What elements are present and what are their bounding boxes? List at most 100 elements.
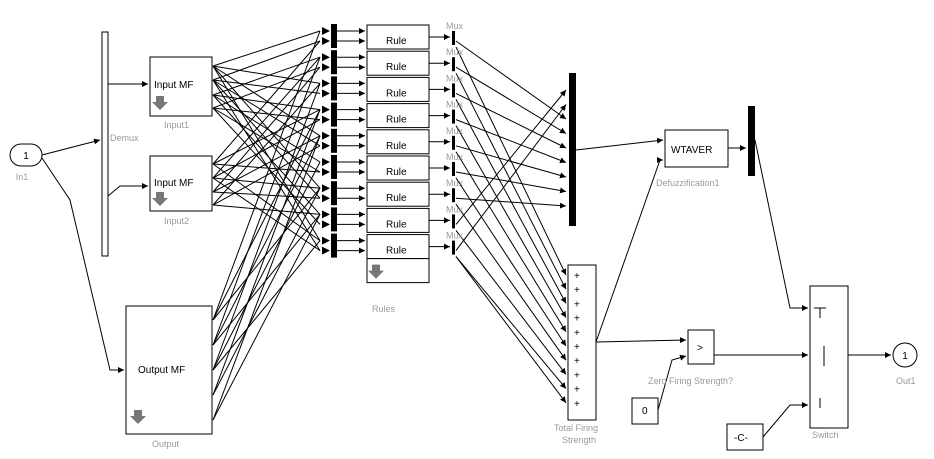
rule-block[interactable]: Rule xyxy=(366,24,430,50)
mask-arrow-icon xyxy=(368,264,384,279)
rule-output-mux-caption: Mux xyxy=(446,204,464,214)
arrow-icon xyxy=(322,168,330,176)
arrow-icon xyxy=(322,194,330,203)
total-firing-caption-1: Total Firing xyxy=(554,423,598,433)
fanout-line xyxy=(212,214,321,346)
rule-to-mux xyxy=(455,104,567,251)
mask-arrow-icon xyxy=(152,96,168,110)
arrow-icon xyxy=(322,37,330,45)
rule-output-demux xyxy=(452,162,455,176)
demux-block[interactable] xyxy=(101,31,109,257)
input2-label: Input MF xyxy=(154,178,193,189)
demux-caption: Demux xyxy=(110,133,139,143)
const-to-zero xyxy=(657,354,687,411)
fanout-line xyxy=(212,94,321,163)
zero-firing-block[interactable]: > xyxy=(687,329,715,365)
rule-to-sum xyxy=(455,230,567,375)
input2-block[interactable]: Input MF xyxy=(149,155,213,212)
rule-label: Rule xyxy=(386,246,407,257)
rule-block[interactable]: Rule xyxy=(366,207,430,233)
fanout-line xyxy=(212,65,321,137)
arrow-icon xyxy=(322,220,330,229)
rule-to-mux xyxy=(455,66,567,134)
constant-zero-block[interactable]: 0 xyxy=(631,397,659,425)
rules-caption: Rules xyxy=(372,304,396,314)
arrow-icon xyxy=(322,246,330,255)
fanout-line xyxy=(212,107,321,173)
plus-sign: + xyxy=(574,385,580,396)
constant-c-label: -C- xyxy=(734,433,748,444)
input1-caption: Input1 xyxy=(164,120,189,130)
plus-sign: + xyxy=(574,271,580,282)
demux-to-input2 xyxy=(107,183,148,197)
plus-sign: + xyxy=(574,342,580,353)
mux-to-defuzz xyxy=(575,137,664,151)
rule-block[interactable]: Rule xyxy=(366,50,430,76)
mux2-to-switch xyxy=(754,139,808,311)
fanout-line xyxy=(212,65,321,241)
input1-block[interactable]: Input MF xyxy=(149,56,213,117)
fanout-line xyxy=(212,56,321,96)
fanout-line xyxy=(212,79,321,147)
out1-caption: Out1 xyxy=(896,376,916,386)
arrow-icon xyxy=(322,63,330,72)
rule-block[interactable]: Rule xyxy=(366,181,430,207)
rule-to-sum xyxy=(455,256,567,404)
fanout-line xyxy=(212,161,321,371)
rule-to-sum xyxy=(455,203,567,361)
defuzzification-block[interactable]: WTAVER xyxy=(664,129,729,168)
rule-block[interactable]: Rule xyxy=(366,129,430,155)
switch-block[interactable] xyxy=(809,285,849,429)
rule-output-demux xyxy=(452,240,455,255)
fanout-line xyxy=(212,177,321,189)
plus-sign: + xyxy=(574,370,580,381)
rule-to-sum xyxy=(455,151,567,333)
rule-to-sum xyxy=(455,256,567,389)
out1-port[interactable]: 1 xyxy=(892,342,918,368)
plus-sign: + xyxy=(574,399,580,410)
fanout-line xyxy=(212,30,321,321)
rule-input-mux xyxy=(331,207,337,232)
plus-sign: + xyxy=(574,328,580,339)
rule-input-mux xyxy=(331,50,337,75)
fanout-line xyxy=(212,94,321,215)
fanout-line xyxy=(212,109,321,165)
in1-label: 1 xyxy=(23,151,29,162)
rule-block[interactable]: Rule xyxy=(366,103,430,129)
fanout-line xyxy=(212,204,321,215)
fanout-line xyxy=(212,83,321,206)
rule-to-mux xyxy=(455,145,567,179)
fanout-line xyxy=(212,83,321,371)
fanout-line xyxy=(212,40,321,81)
rule-block[interactable]: Rule xyxy=(366,234,430,260)
in1-port[interactable]: 1 xyxy=(9,143,43,167)
rule-output-demux xyxy=(452,83,455,98)
rule-block[interactable]: Rule xyxy=(366,76,430,102)
fanout-line xyxy=(212,109,321,396)
constant-c-block[interactable]: -C- xyxy=(726,423,764,451)
rule-to-mux xyxy=(455,197,567,209)
fanout-line xyxy=(212,40,321,165)
rule-input-mux xyxy=(331,233,337,258)
arrow-icon xyxy=(322,79,330,88)
mux-bar-2[interactable] xyxy=(748,106,755,176)
arrow-icon xyxy=(322,184,330,193)
total-firing-strength-block[interactable]: ++++++++++ xyxy=(567,264,597,421)
rule-block[interactable]: Rule xyxy=(366,155,430,181)
fanout-line xyxy=(212,109,321,321)
mask-arrow-icon xyxy=(130,410,146,424)
arrow-icon xyxy=(322,89,330,98)
fanout-line xyxy=(212,66,321,193)
fanout-line xyxy=(212,57,321,346)
fanout-line xyxy=(212,65,321,189)
signal-lines xyxy=(41,28,891,438)
output-block[interactable]: Output MF xyxy=(125,305,213,435)
mux-bar[interactable] xyxy=(569,73,576,226)
zero-firing-caption: Zero Firing Strength? xyxy=(648,376,733,386)
fanout-line xyxy=(212,214,321,421)
switch-caption: Switch xyxy=(812,430,839,440)
arrow-icon xyxy=(322,53,330,62)
rule-label: Rule xyxy=(386,141,407,152)
arrow-icon xyxy=(322,115,330,124)
fanout-line xyxy=(212,30,321,67)
